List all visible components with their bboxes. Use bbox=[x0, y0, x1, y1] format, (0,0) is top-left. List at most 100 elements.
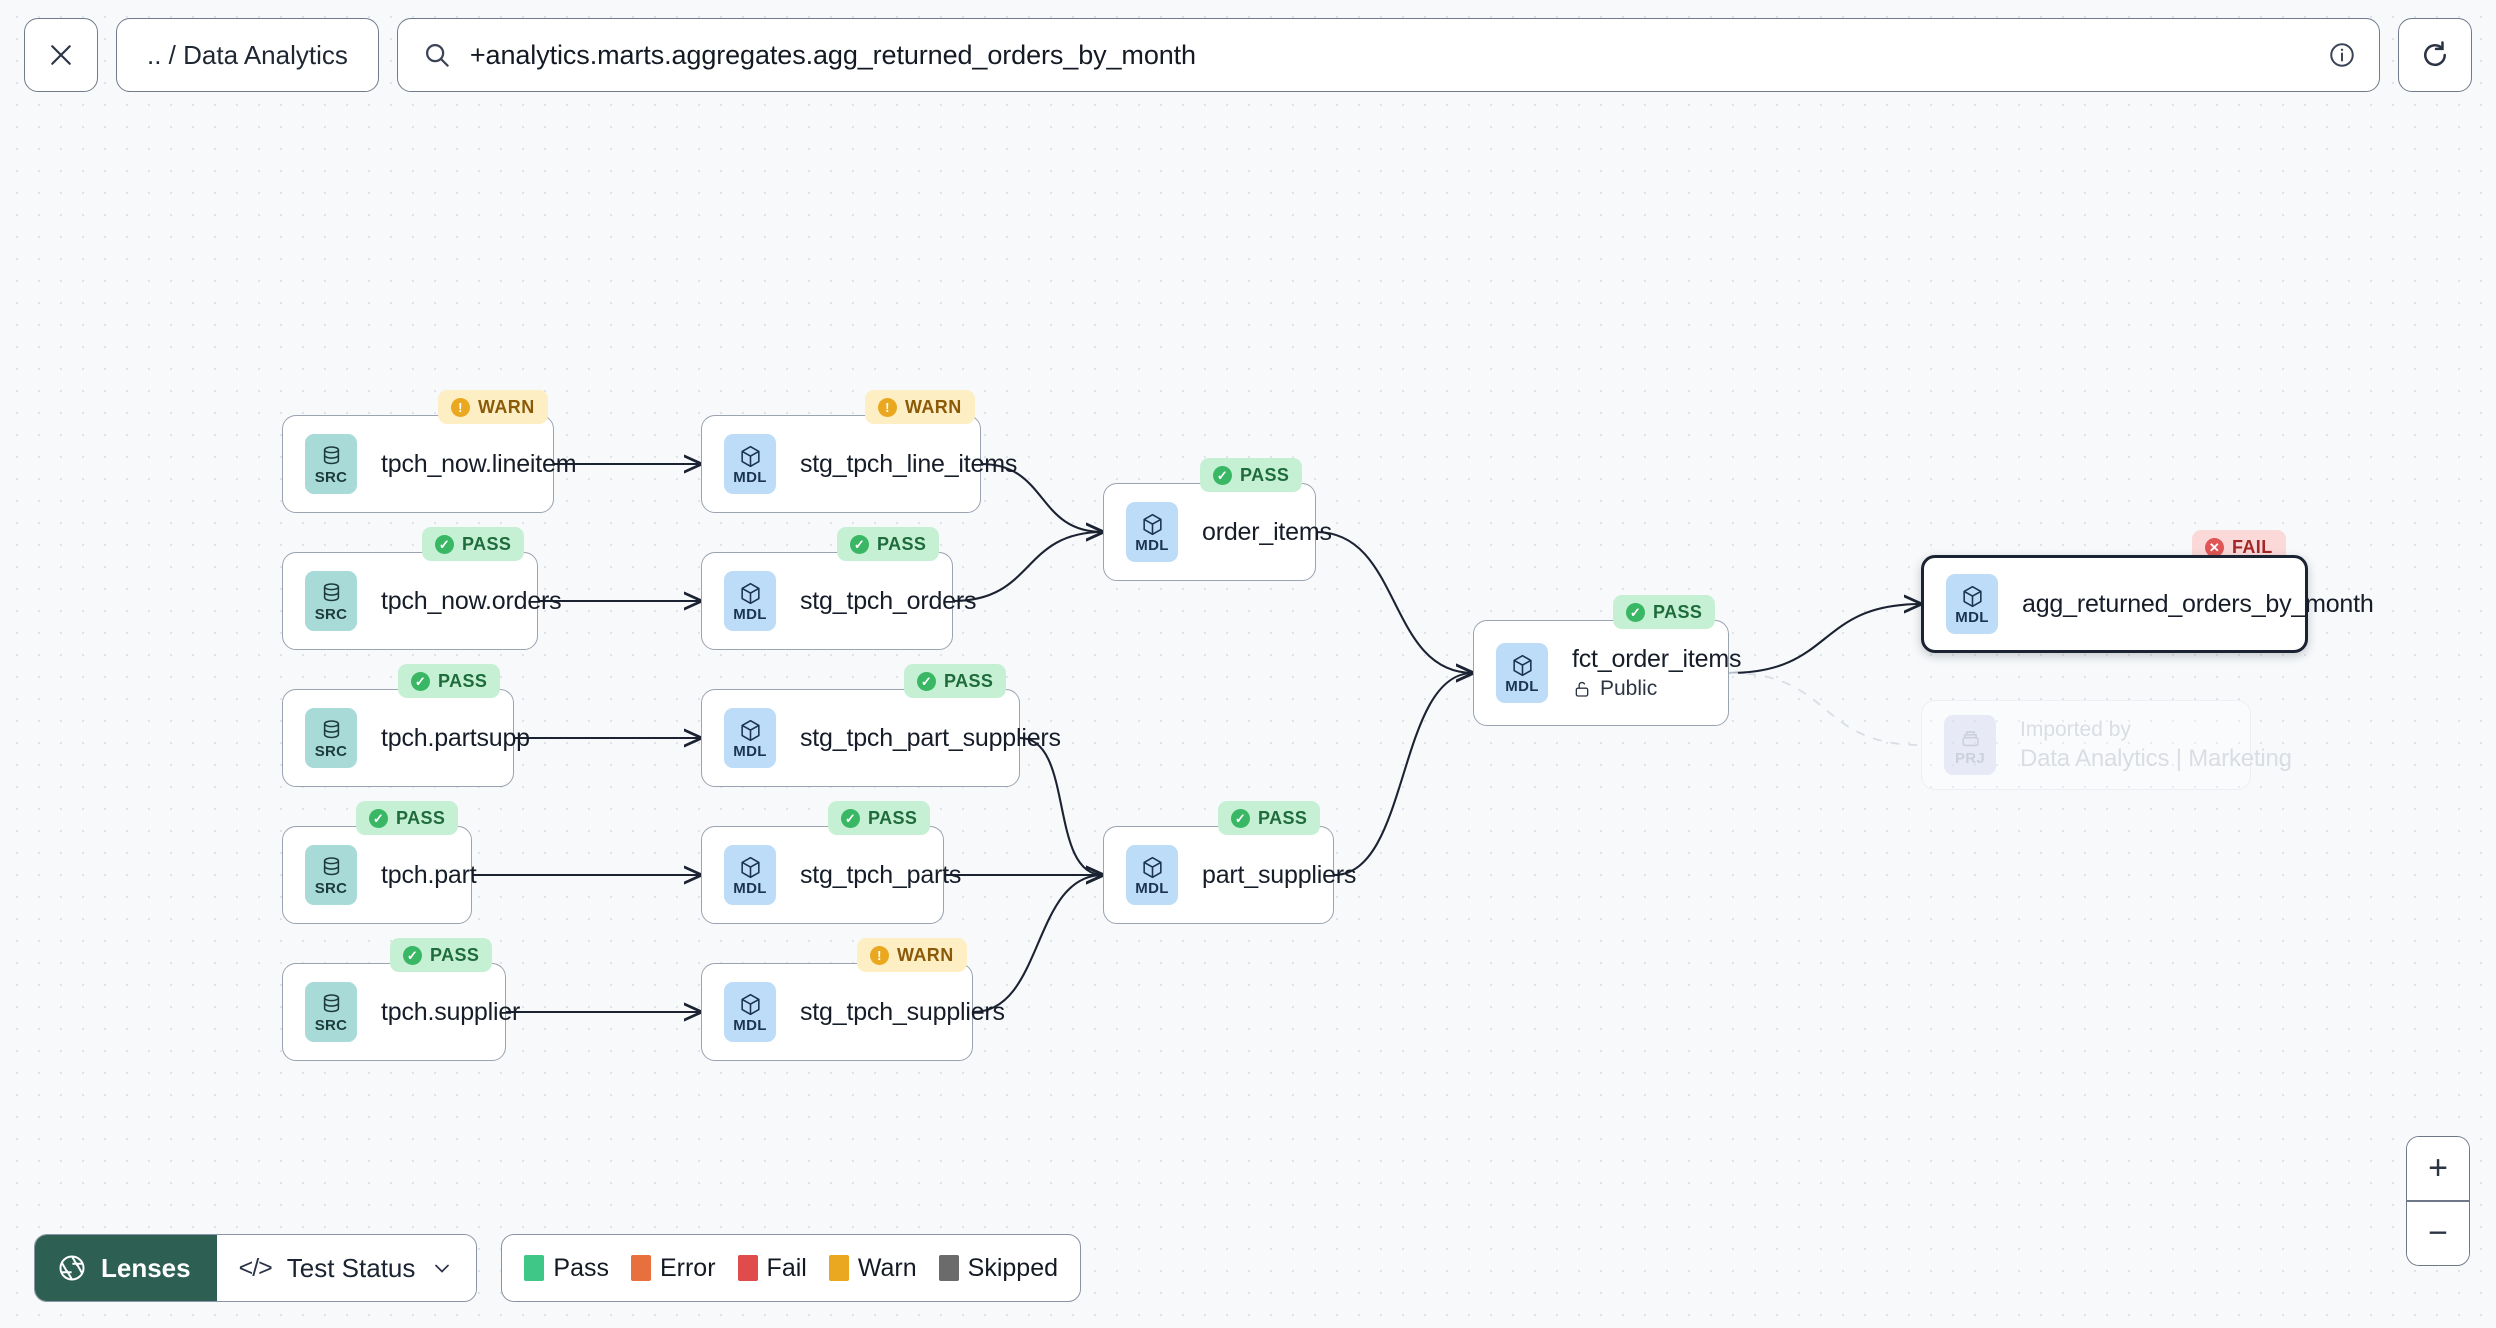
search-bar[interactable]: +analytics.marts.aggregates.agg_returned… bbox=[396, 18, 2380, 92]
close-button[interactable] bbox=[24, 18, 98, 92]
status-badge-label: WARN bbox=[478, 396, 535, 417]
node-title: stg_tpch_orders bbox=[800, 586, 977, 615]
cube-icon bbox=[1512, 654, 1532, 676]
node-title: stg_tpch_suppliers bbox=[800, 997, 1005, 1026]
graph-edge bbox=[1728, 672, 1922, 746]
node-title: stg_tpch_line_items bbox=[800, 449, 1018, 478]
legend-item-skipped[interactable]: Skipped bbox=[938, 1254, 1058, 1283]
node-type-label: MDL bbox=[733, 468, 767, 486]
node-labels: order_items bbox=[1202, 518, 1332, 547]
database-icon bbox=[323, 582, 339, 601]
cube-icon bbox=[1962, 585, 1982, 607]
graph-node-stg_tpch_line_items[interactable]: MDL stg_tpch_line_items bbox=[701, 415, 1018, 513]
check-circle-icon: ✓ bbox=[850, 534, 869, 554]
node-type-label: MDL bbox=[1135, 536, 1169, 554]
status-badge-label: PASS bbox=[462, 533, 512, 554]
breadcrumb-label: .. / Data Analytics bbox=[147, 39, 348, 70]
legend-label: Pass bbox=[553, 1253, 609, 1282]
node-subtitle-text: Public bbox=[1600, 677, 1658, 700]
zoom-out-button[interactable]: − bbox=[2407, 1202, 2469, 1265]
node-subtitle: Public bbox=[1572, 677, 1728, 701]
check-circle-icon: ✓ bbox=[403, 945, 422, 965]
status-legend: Pass Error Fail Warn Skipped bbox=[501, 1234, 1082, 1302]
refresh-button[interactable] bbox=[2398, 18, 2472, 92]
status-badge-warn[interactable]: !WARN bbox=[438, 390, 548, 424]
breadcrumb[interactable]: .. / Data Analytics bbox=[116, 18, 379, 92]
node-type-label: SRC bbox=[314, 879, 348, 897]
node-type-badge-mdl: MDL bbox=[724, 708, 776, 768]
node-type-badge-mdl: MDL bbox=[724, 571, 776, 631]
edge-layer bbox=[471, 110, 2496, 1328]
info-icon[interactable] bbox=[2327, 40, 2357, 70]
cube-icon bbox=[740, 582, 760, 604]
status-badge-pass[interactable]: ✓ PASS bbox=[390, 938, 493, 972]
node-type-badge-src: SRC bbox=[305, 571, 357, 631]
lenses-button[interactable]: Lenses bbox=[35, 1235, 217, 1301]
warning-circle-icon: ! bbox=[870, 945, 889, 965]
node-labels: stg_tpch_orders bbox=[800, 586, 977, 616]
status-badge-label: PASS bbox=[438, 670, 488, 691]
legend-item-pass[interactable]: Pass bbox=[524, 1254, 609, 1283]
status-badge-pass[interactable]: ✓PASS bbox=[398, 664, 501, 698]
node-type-badge-src: SRC bbox=[305, 708, 357, 768]
legend-item-warn[interactable]: Warn bbox=[828, 1254, 917, 1283]
status-badge-pass[interactable]: ✓PASS bbox=[1218, 801, 1321, 835]
graph-node-order_items[interactable]: MDL order_items bbox=[1103, 483, 1332, 581]
bottom-toolbar: Lenses </> Test Status Pass Error Fail Warn… bbox=[34, 1234, 1082, 1302]
check-circle-icon: ✓ bbox=[841, 808, 860, 828]
status-badge-label: PASS bbox=[396, 807, 446, 828]
status-badge-label: WARN bbox=[905, 396, 962, 417]
status-badge-label: PASS bbox=[430, 944, 480, 965]
check-circle-icon: ✓ bbox=[435, 534, 454, 554]
node-type-badge-mdl: MDL bbox=[1126, 845, 1178, 905]
search-input[interactable]: +analytics.marts.aggregates.agg_returned… bbox=[469, 39, 1196, 70]
node-type-label: SRC bbox=[314, 1016, 348, 1034]
graph-edge bbox=[972, 875, 1103, 1014]
test-status-label: Test Status bbox=[286, 1252, 416, 1283]
legend-item-error[interactable]: Error bbox=[630, 1254, 716, 1283]
status-badge-pass[interactable]: ✓PASS bbox=[356, 801, 459, 835]
legend-swatch bbox=[737, 1255, 758, 1281]
legend-item-fail[interactable]: Fail bbox=[737, 1254, 807, 1283]
refresh-icon bbox=[2424, 41, 2447, 67]
top-toolbar: .. / Data Analytics +analytics.marts.agg… bbox=[0, 0, 2496, 110]
node-type-badge-src: SRC bbox=[305, 434, 357, 494]
graph-node-tpch_now_orders[interactable]: SRC tpch_now.orders bbox=[282, 552, 562, 650]
graph-node-stg_tpch_orders[interactable]: MDL stg_tpch_orders bbox=[701, 552, 977, 650]
node-labels: agg_returned_orders_by_month bbox=[2022, 590, 2374, 619]
graph-edge bbox=[1333, 673, 1473, 877]
status-badge-pass[interactable]: ✓PASS bbox=[837, 527, 940, 561]
status-badge-label: FAIL bbox=[2232, 536, 2273, 557]
test-status-dropdown[interactable]: </> Test Status bbox=[216, 1235, 477, 1301]
graph-node-part_suppliers[interactable]: MDL part_suppliers bbox=[1103, 826, 1356, 924]
graph-edge bbox=[952, 532, 1103, 603]
node-title: tpch_now.orders bbox=[381, 586, 562, 615]
status-badge-pass[interactable]: ✓ PASS bbox=[422, 527, 525, 561]
status-badge-pass[interactable]: ✓PASS bbox=[1200, 458, 1303, 492]
zoom-in-button[interactable]: + bbox=[2407, 1137, 2469, 1201]
node-type-label: SRC bbox=[314, 605, 348, 623]
status-badge-warn[interactable]: ! WARN bbox=[865, 390, 975, 424]
status-badge-pass[interactable]: ✓PASS bbox=[1613, 595, 1716, 629]
check-circle-icon: ✓ bbox=[1213, 465, 1232, 485]
graph-edge bbox=[1019, 736, 1103, 875]
status-badge-pass[interactable]: ✓PASS bbox=[904, 664, 1007, 698]
lenses-label: Lenses bbox=[101, 1252, 191, 1283]
zoom-divider bbox=[2407, 1200, 2469, 1202]
status-badge-warn[interactable]: !WARN bbox=[857, 938, 967, 972]
warning-circle-icon: ! bbox=[878, 397, 897, 417]
node-labels: part_suppliers bbox=[1202, 861, 1356, 890]
status-badge-pass[interactable]: ✓PASS bbox=[828, 801, 931, 835]
